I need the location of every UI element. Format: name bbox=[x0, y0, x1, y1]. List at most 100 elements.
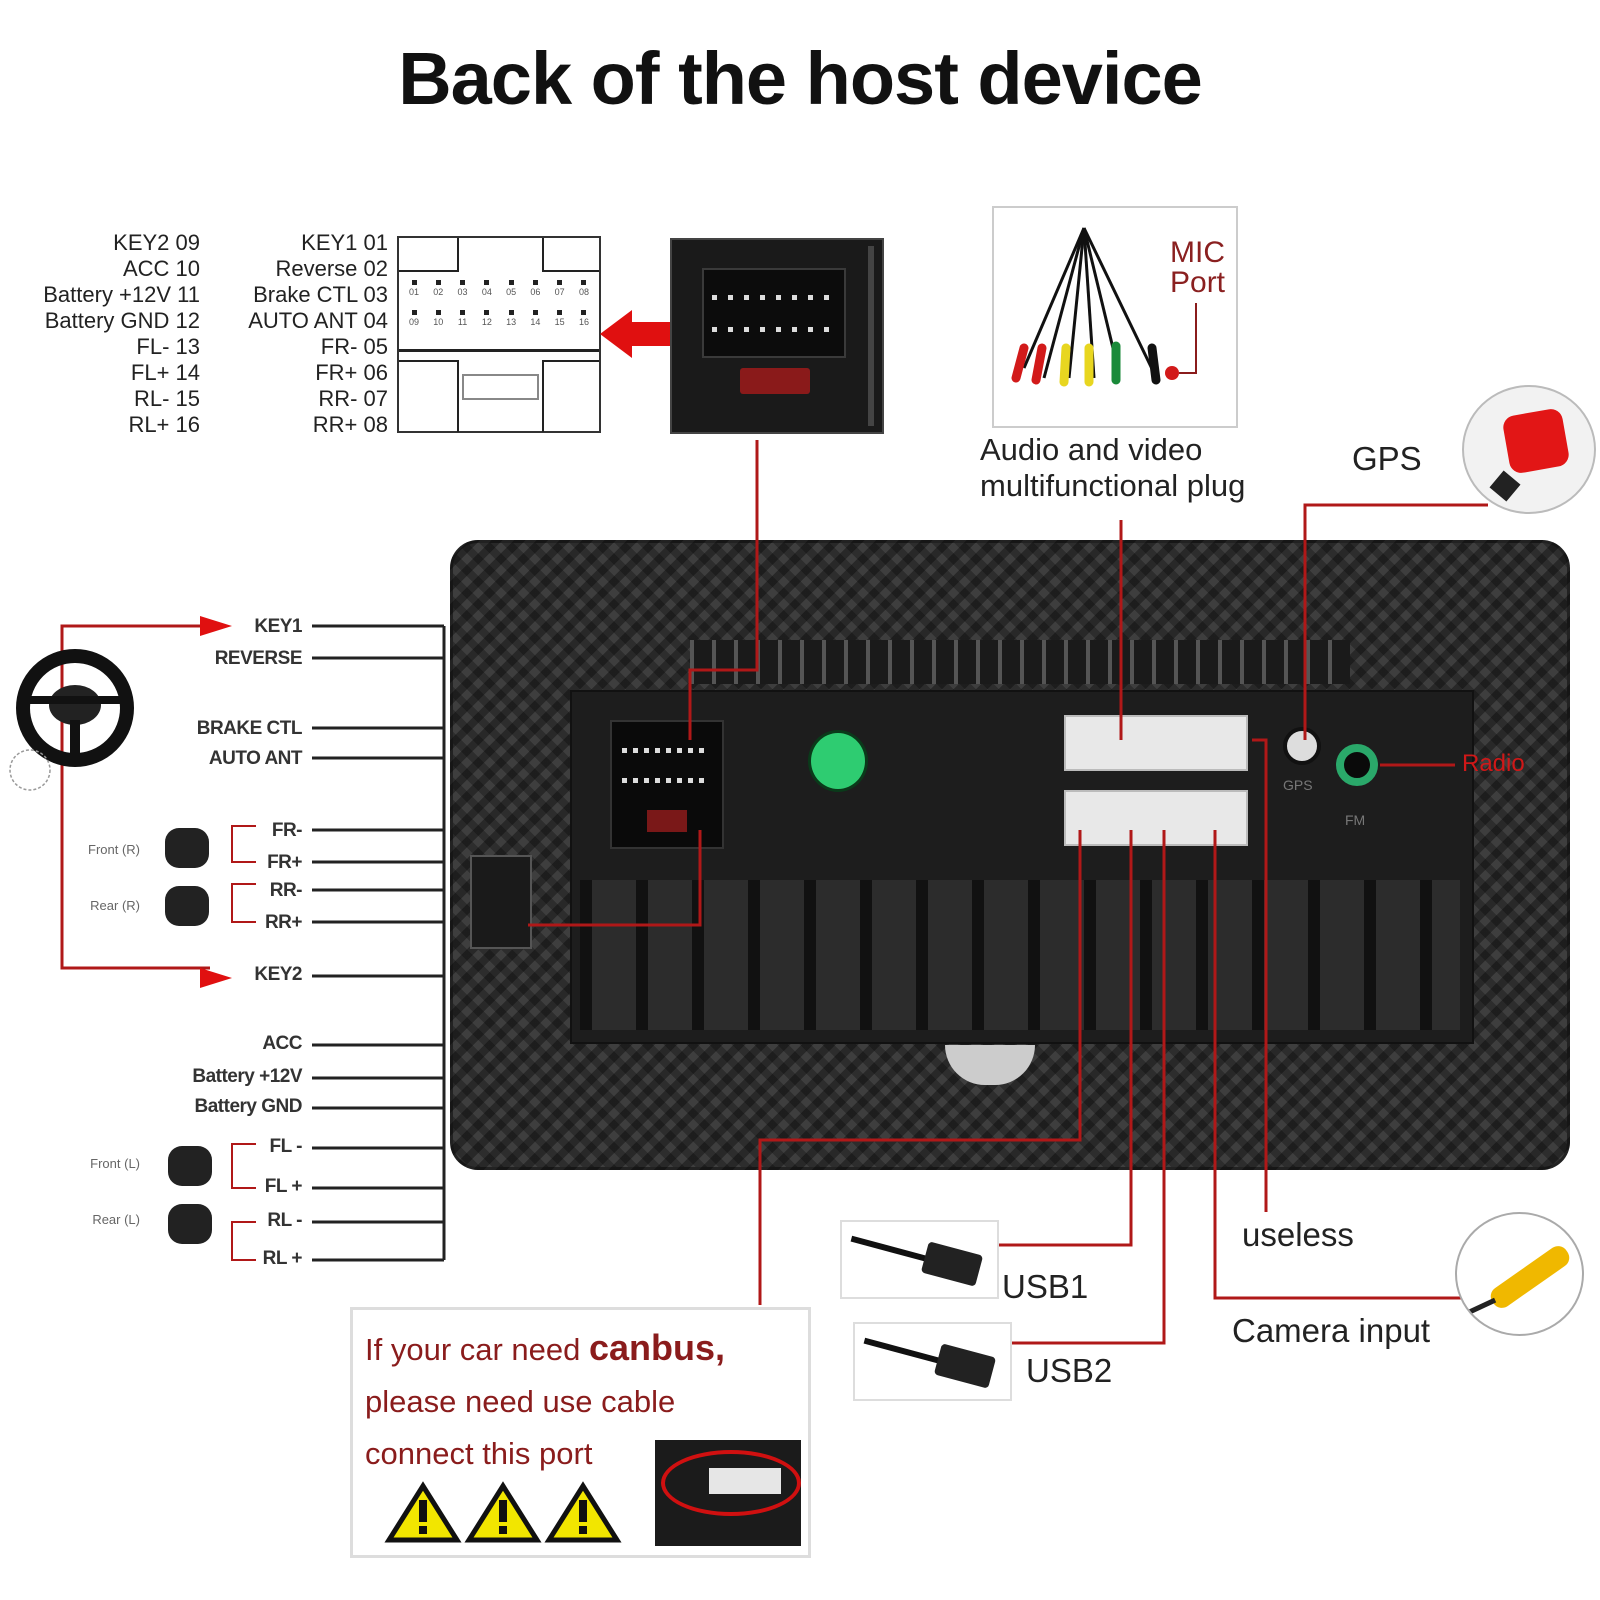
speaker-icon bbox=[165, 886, 209, 926]
pin-dot bbox=[712, 295, 717, 300]
pin-label: FL- 13 bbox=[136, 334, 200, 359]
connector-pin: 14 bbox=[524, 310, 546, 327]
useless-label: useless bbox=[1242, 1216, 1354, 1253]
pin-dot bbox=[808, 327, 813, 332]
pin-dot bbox=[744, 327, 749, 332]
label-rr-minus: RR- bbox=[269, 880, 303, 901]
steering-wheel-icon bbox=[9, 649, 134, 791]
av-plug-label: Audio and video multifunctional plug bbox=[980, 432, 1246, 503]
speaker-bracket bbox=[231, 825, 256, 863]
pin-label: RR+ 08 bbox=[312, 412, 388, 437]
pin-dot bbox=[808, 295, 813, 300]
gps-antenna-photo bbox=[1462, 385, 1596, 514]
wire-camera bbox=[1213, 830, 1465, 1300]
connector-pin: 07 bbox=[549, 280, 571, 297]
wire-harness-to-photo bbox=[688, 440, 759, 740]
pin-label: Reverse 02 bbox=[275, 256, 388, 281]
av-plug-photo: MIC Port bbox=[992, 206, 1238, 428]
connector-pin: 06 bbox=[524, 280, 546, 297]
connector-pin: 08 bbox=[573, 280, 595, 297]
wire-useless bbox=[1252, 738, 1268, 1212]
wire-steering-top bbox=[60, 624, 210, 690]
pin-dot bbox=[699, 778, 704, 783]
wire-steering bbox=[60, 626, 210, 970]
pin-label: Battery GND 12 bbox=[44, 308, 200, 333]
pin-dot bbox=[824, 327, 829, 332]
speaker-bracket bbox=[231, 883, 256, 923]
pin-dot bbox=[760, 295, 765, 300]
pin-dot bbox=[776, 327, 781, 332]
label-acc: ACC bbox=[262, 1033, 302, 1054]
usb-camera-sockets bbox=[1064, 790, 1248, 846]
warning-icon bbox=[544, 1481, 622, 1543]
pin-label: ACC 10 bbox=[122, 256, 200, 281]
pin-dot bbox=[688, 748, 693, 753]
pin-dot bbox=[688, 778, 693, 783]
pin-dot bbox=[699, 748, 704, 753]
pin-dot bbox=[633, 748, 638, 753]
pin-label: RR- 07 bbox=[318, 386, 388, 411]
usb1-cable-photo bbox=[840, 1220, 999, 1299]
pin-dot bbox=[655, 778, 660, 783]
gps-socket-label: GPS bbox=[1283, 777, 1313, 793]
pin-label: RL+ 16 bbox=[128, 412, 200, 437]
usb2-cable-photo bbox=[853, 1322, 1012, 1401]
gps-socket bbox=[1283, 727, 1321, 765]
label-rl-plus: RL + bbox=[262, 1248, 303, 1269]
camera-input-label: Camera input bbox=[1232, 1312, 1431, 1349]
pin-dot bbox=[744, 295, 749, 300]
wire-side-plug bbox=[528, 830, 702, 927]
page-title: Back of the host device bbox=[398, 37, 1203, 120]
wire-usb1 bbox=[995, 830, 1133, 1247]
connector-pin: 02 bbox=[427, 280, 449, 297]
fm-socket-label: FM bbox=[1345, 812, 1366, 828]
fuse-socket bbox=[740, 368, 810, 394]
speaker-label-rear-right: Rear (R) bbox=[90, 898, 140, 913]
green-sticker bbox=[808, 730, 868, 792]
canbus-note: If your car need canbus, please need use… bbox=[350, 1307, 811, 1558]
label-fl-plus: FL + bbox=[264, 1176, 303, 1197]
pin-dot bbox=[712, 327, 717, 332]
connector-pin: 03 bbox=[452, 280, 474, 297]
pin-dot bbox=[644, 748, 649, 753]
pin-dot bbox=[792, 295, 797, 300]
arrow-key1-icon bbox=[200, 616, 232, 636]
connector-pin: 01 bbox=[403, 280, 425, 297]
fm-radio-socket bbox=[1336, 744, 1378, 786]
pin-dot bbox=[633, 778, 638, 783]
gps-label: GPS bbox=[1352, 440, 1422, 477]
pin-dot bbox=[666, 778, 671, 783]
label-key1: KEY1 bbox=[254, 616, 302, 637]
pin-label: FL+ 14 bbox=[130, 360, 200, 385]
camera-rca-photo bbox=[1455, 1212, 1584, 1336]
connector-pin: 12 bbox=[476, 310, 498, 327]
wire-canbus bbox=[758, 830, 1082, 1305]
pin-dot bbox=[666, 748, 671, 753]
pin-dot bbox=[644, 778, 649, 783]
label-rr-plus: RR+ bbox=[264, 912, 303, 933]
speaker-icon bbox=[168, 1146, 212, 1186]
label-fl-minus: FL - bbox=[269, 1136, 303, 1157]
connector-pin: 11 bbox=[452, 310, 474, 327]
canbus-port-photo bbox=[655, 1440, 801, 1546]
connector-pin: 10 bbox=[427, 310, 449, 327]
arrow-left-icon bbox=[600, 310, 670, 358]
highlight-circle bbox=[661, 1450, 801, 1516]
pin-label: FR- 05 bbox=[320, 334, 388, 359]
pin-dot bbox=[677, 748, 682, 753]
usb1-label: USB1 bbox=[1002, 1268, 1089, 1305]
speaker-bracket bbox=[231, 1143, 256, 1189]
arrow-key2-icon bbox=[200, 968, 232, 988]
harness-connector-photo bbox=[670, 238, 884, 434]
warning-icon bbox=[464, 1481, 542, 1543]
speaker-label-front-right: Front (R) bbox=[88, 842, 140, 857]
connector-pin: 05 bbox=[500, 280, 522, 297]
label-brake: BRAKE CTL bbox=[196, 718, 303, 739]
wire-gps bbox=[1303, 503, 1488, 740]
pin-label: AUTO ANT 04 bbox=[248, 308, 388, 333]
